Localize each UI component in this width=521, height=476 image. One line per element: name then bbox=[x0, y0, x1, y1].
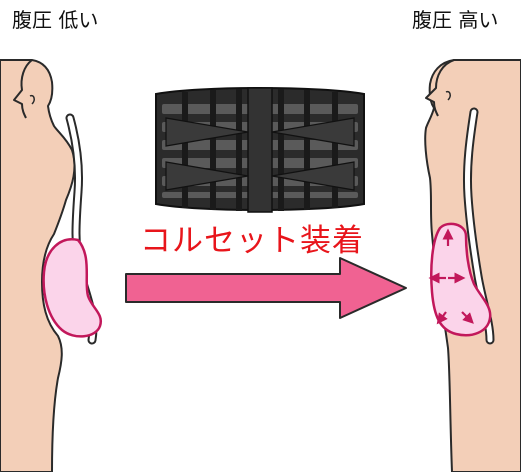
pressure-arrows-icon bbox=[428, 228, 474, 325]
corset-center-panel bbox=[247, 87, 273, 213]
left-abdomen-organ bbox=[42, 238, 103, 338]
corset-strap-upper-right bbox=[271, 117, 355, 147]
left-label-low-pressure: 腹圧 低い bbox=[12, 8, 99, 32]
right-ear bbox=[445, 90, 451, 101]
corset-caption: コルセット装着 bbox=[140, 223, 364, 259]
right-body-figure bbox=[424, 59, 521, 473]
left-face-outline bbox=[13, 59, 33, 119]
corset-strap-upper bbox=[165, 117, 249, 147]
corset-strap-lower-right bbox=[271, 161, 355, 191]
corset-icon bbox=[155, 87, 365, 213]
pressure-arrow-down-right bbox=[461, 311, 474, 324]
pressure-arrow-down-left bbox=[436, 311, 448, 325]
left-body-figure bbox=[0, 59, 103, 473]
arrow-right-icon bbox=[125, 257, 407, 319]
corset-strap-lower bbox=[165, 161, 249, 191]
right-face-outline bbox=[425, 59, 455, 117]
corset-stays bbox=[182, 89, 338, 211]
right-label-high-pressure: 腹圧 高い bbox=[412, 8, 499, 32]
left-ear bbox=[29, 94, 35, 105]
left-body-silhouette bbox=[0, 59, 76, 473]
